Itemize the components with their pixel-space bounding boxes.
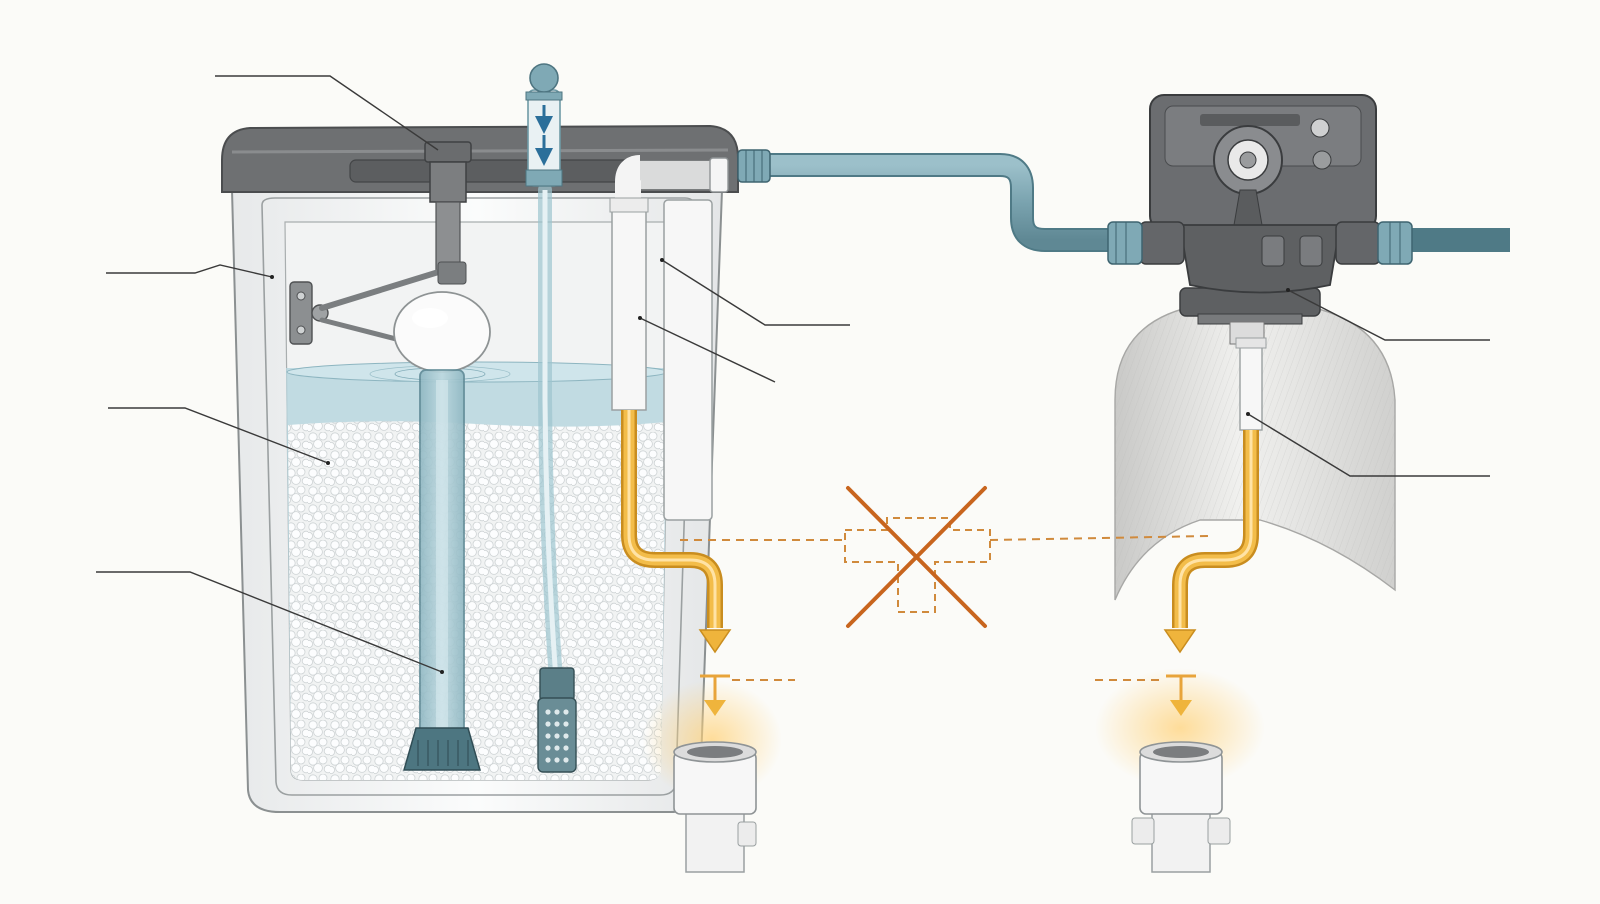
brine-line	[525, 63, 577, 773]
standpipe-left	[673, 741, 757, 873]
mounting-bracket	[289, 281, 313, 345]
brine-supply-line	[737, 149, 1110, 252]
leader-drain-connector	[1247, 413, 1490, 477]
leader-lines	[96, 75, 1490, 673]
air-gap-icon	[704, 700, 726, 716]
control-valve	[1107, 94, 1413, 294]
standpipe-right	[1131, 741, 1231, 873]
leader-salt	[108, 407, 329, 464]
brine-tank	[221, 124, 739, 813]
leader-overflow-fitting	[215, 75, 439, 151]
float-icon	[393, 291, 491, 373]
leader-overflow-pipe	[661, 259, 850, 326]
salt-bed	[288, 421, 666, 780]
brine-well	[403, 369, 481, 771]
leader-brine-well	[96, 571, 443, 673]
inlet-coupler	[1107, 221, 1143, 265]
outlet-coupler	[1377, 221, 1413, 265]
brine-well-foot	[403, 727, 481, 771]
regen-drain-line	[1163, 430, 1259, 654]
leader-tank-wall	[106, 264, 273, 278]
overflow-fitting	[424, 141, 472, 273]
brine-water-surface	[286, 361, 668, 383]
float-assembly	[289, 261, 491, 373]
leader-overflow-riser	[639, 317, 776, 383]
overflow-elbow	[609, 155, 729, 521]
leader-valve-body	[1287, 289, 1490, 341]
prohibited-tee-icon	[680, 486, 1211, 628]
check-valve-icon	[525, 63, 563, 187]
flow-arrow-icon	[698, 629, 732, 654]
flow-arrow-icon	[1163, 629, 1197, 654]
air-gap-icon	[1170, 700, 1192, 716]
overflow-drain-line	[621, 410, 732, 654]
brine-strainer	[537, 667, 577, 773]
